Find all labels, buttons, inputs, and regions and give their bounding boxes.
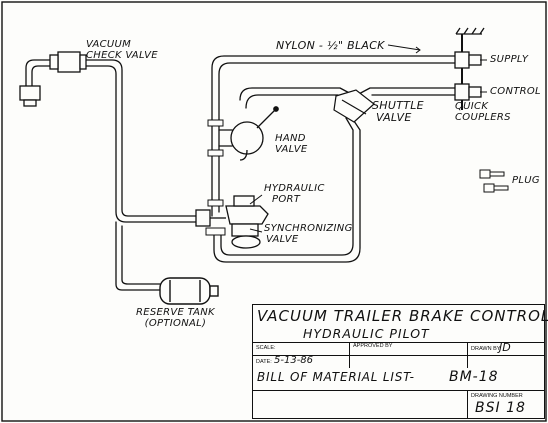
- divider-drawn: [467, 342, 468, 368]
- plug-parts: [479, 169, 509, 193]
- quick-couplers: [454, 27, 485, 110]
- drawing-subtitle: HYDRAULIC PILOT: [303, 326, 430, 341]
- shuttle-valve-label-line2: VALVE: [376, 110, 412, 124]
- shuttle-valve: [333, 89, 375, 123]
- tank-line-inner: [121, 225, 161, 285]
- hand-valve-label: HAND VALVE: [275, 133, 308, 155]
- hand-valve-label-line2: VALVE: [275, 143, 308, 155]
- title-block-header: VACUUM TRAILER BRAKE CONTROLS HYDRAULIC …: [253, 305, 548, 343]
- title-block-date-row: DATE: 5-13-86: [253, 355, 544, 368]
- riser-outer: [211, 55, 456, 217]
- shuttle-leg-outer: [213, 117, 361, 263]
- hydraulic-port-label-line1: HYDRAULIC: [264, 183, 325, 194]
- reserve-tank-label: RESERVE TANK (OPTIONAL): [136, 307, 215, 329]
- reserve-tank-label-line1: RESERVE TANK: [136, 307, 215, 318]
- supply-label: SUPPLY: [490, 54, 529, 65]
- quick-couplers-label-line2: COUPLERS: [455, 111, 511, 123]
- drawing-title: VACUUM TRAILER BRAKE CONTROLS: [257, 307, 548, 325]
- drawing-number-value: BSI 18: [475, 400, 526, 416]
- synchronizing-valve: [195, 195, 269, 249]
- quick-couplers-label: QUICK COUPLERS: [455, 101, 511, 123]
- hand-valve-label-line1: HAND: [275, 133, 306, 144]
- date-label: DATE:: [256, 359, 272, 365]
- vacuum-check-valve-label-line2: CHECK VALVE: [86, 49, 158, 61]
- bill-of-material-label: BILL OF MATERIAL LIST-: [257, 370, 415, 384]
- divider-drawing-number: [467, 390, 468, 418]
- title-block: VACUUM TRAILER BRAKE CONTROLS HYDRAULIC …: [252, 304, 548, 419]
- vacuum-check-valve-label: VACUUM CHECK VALVE: [86, 39, 158, 61]
- tank-line-outer: [115, 221, 161, 291]
- leader-arrows: [249, 44, 487, 233]
- control-line-lower: [245, 94, 339, 109]
- divider-approved: [349, 342, 350, 355]
- shuttle-leg-inner: [220, 117, 354, 256]
- hydraulic-port-label: HYDRAULIC PORT: [264, 183, 325, 205]
- bill-number: BM-18: [449, 369, 499, 385]
- synchronizing-valve-label-line1: SYNCHRONIZING: [264, 223, 353, 234]
- control-label: CONTROL: [490, 86, 541, 97]
- drawing-number-label: DRAWING NUMBER: [471, 393, 523, 399]
- quick-couplers-label-line1: QUICK: [455, 101, 489, 112]
- plug-label: PLUG: [512, 175, 540, 186]
- reserve-tank: [159, 277, 219, 305]
- vacuum-check-valve-label-line1: VACUUM: [86, 39, 132, 50]
- divider-date: [349, 355, 350, 368]
- hydraulic-port-label-line2: PORT: [272, 193, 301, 205]
- vacuum-check-valve: [19, 51, 87, 107]
- riser-inner: [218, 62, 456, 213]
- approved-by-label: APPROVED BY: [353, 343, 393, 349]
- nylon-line-label: NYLON - ½" BLACK: [276, 39, 385, 52]
- scale-label: SCALE:: [256, 345, 276, 351]
- synchronizing-valve-label: SYNCHRONIZING VALVE: [264, 223, 353, 245]
- title-block-bill-row: BILL OF MATERIAL LIST- BM-18: [253, 368, 544, 391]
- reserve-tank-label-line2: (OPTIONAL): [144, 317, 207, 329]
- drawn-by-label: DRAWN BY: [471, 346, 501, 352]
- drawn-by-value: JD: [499, 341, 511, 354]
- shuttle-valve-label-line1: SHUTTLE: [372, 99, 424, 112]
- title-block-drawing-row: DRAWING NUMBER BSI 18: [253, 390, 544, 418]
- supply-line-upper: [79, 59, 199, 217]
- shuttle-valve-label: SHUTTLE VALVE: [372, 100, 424, 123]
- synchronizing-valve-label-line2: VALVE: [266, 233, 299, 245]
- riser-fittings: [205, 119, 226, 236]
- title-block-scale-row: SCALE: APPROVED BY DRAWN BY JD: [253, 341, 544, 368]
- supply-line-lower: [79, 65, 199, 223]
- date-value: 5-13-86: [274, 355, 314, 366]
- hand-valve: [230, 106, 279, 161]
